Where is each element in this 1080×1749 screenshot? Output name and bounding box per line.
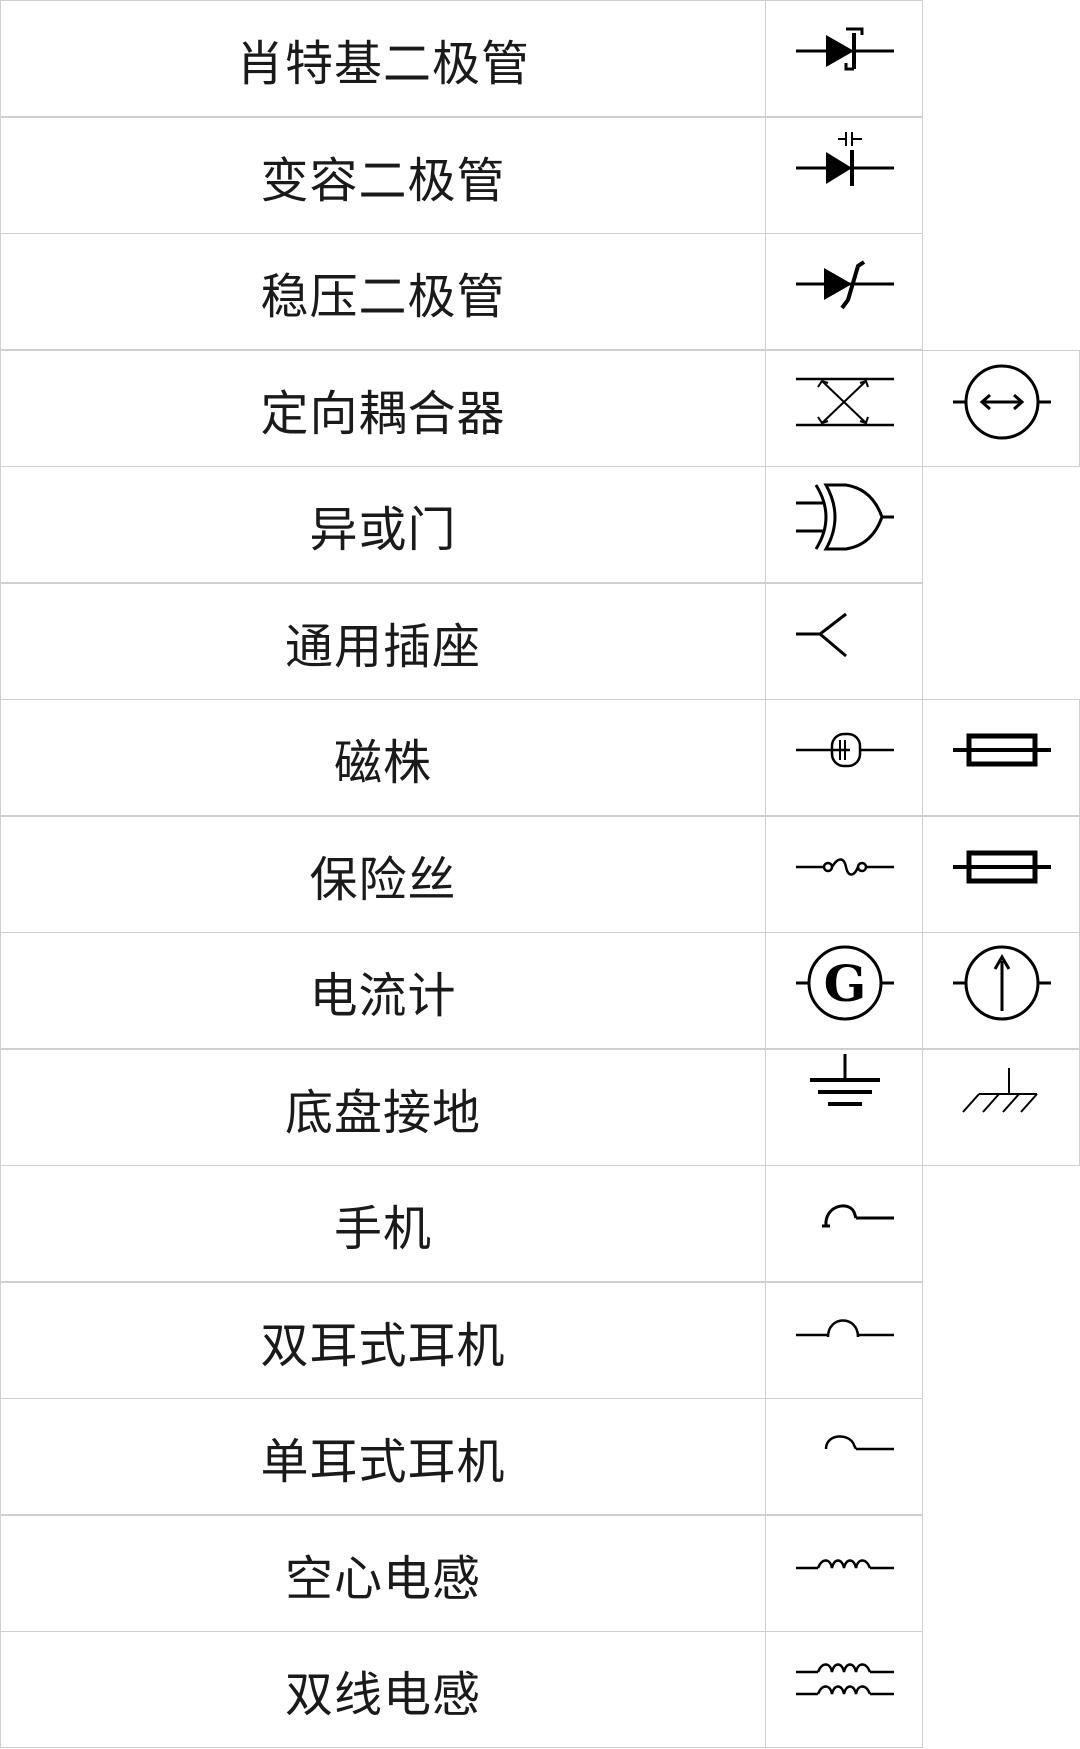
fuse-box-icon xyxy=(953,850,1051,884)
symbol-cell xyxy=(765,1282,923,1399)
component-name: 单耳式耳机 xyxy=(0,1398,766,1515)
table-row: 双耳式耳机 xyxy=(0,1282,923,1399)
component-name: 通用插座 xyxy=(0,583,766,700)
galvanometer-g-icon: G xyxy=(796,945,894,1021)
directional-coupler-icon xyxy=(796,377,894,427)
table-row: 定向耦合器 xyxy=(0,350,1080,467)
table-row: 手机 xyxy=(0,1165,923,1282)
socket-icon xyxy=(796,612,847,658)
chassis-ground-icon xyxy=(962,1068,1038,1113)
component-name: 底盘接地 xyxy=(0,1049,766,1166)
directional-coupler-circle-icon xyxy=(953,364,1051,440)
air-core-inductor-icon xyxy=(796,1559,894,1570)
symbol-cell xyxy=(765,1631,923,1748)
component-name: 稳压二极管 xyxy=(0,233,766,350)
component-name: 磁株 xyxy=(0,699,766,816)
galvanometer-arrow-icon xyxy=(953,945,1051,1021)
symbol-cell xyxy=(765,1165,923,1282)
symbol-cell xyxy=(765,816,923,933)
component-name: 定向耦合器 xyxy=(0,350,766,467)
bifilar-inductor-icon xyxy=(796,1663,894,1696)
component-name: 双线电感 xyxy=(0,1631,766,1748)
symbol-cell xyxy=(922,1049,1080,1166)
symbol-cell xyxy=(765,117,923,234)
component-name: 空心电感 xyxy=(0,1515,766,1632)
schottky-diode-icon xyxy=(796,27,894,71)
symbol-cell xyxy=(765,583,923,700)
table-row: 通用插座 xyxy=(0,583,923,700)
xor-gate-icon xyxy=(796,483,894,551)
symbol-cell xyxy=(765,1515,923,1632)
table-row: 变容二极管 xyxy=(0,117,923,234)
table-row: 肖特基二极管 xyxy=(0,0,923,117)
component-name: 变容二极管 xyxy=(0,117,766,234)
varactor-diode-icon xyxy=(796,132,894,186)
table-row: 双线电感 xyxy=(0,1631,923,1748)
symbol-cell xyxy=(922,699,1080,816)
symbol-cell xyxy=(765,1049,923,1166)
symbol-cell xyxy=(765,0,923,117)
mono-earphone-icon xyxy=(824,1435,894,1451)
symbol-cell xyxy=(922,932,1080,1049)
table-row: 单耳式耳机 xyxy=(0,1398,923,1515)
component-name: 肖特基二极管 xyxy=(0,0,766,117)
symbol-cell xyxy=(922,350,1080,467)
component-name: 异或门 xyxy=(0,466,766,583)
earth-ground-icon xyxy=(810,1054,880,1106)
stereo-headphone-icon xyxy=(796,1319,894,1338)
component-name: 手机 xyxy=(0,1165,766,1282)
table-row: 空心电感 xyxy=(0,1515,923,1632)
symbol-cell xyxy=(765,699,923,816)
symbol-cell: G xyxy=(765,932,923,1049)
table-row: 稳压二极管 xyxy=(0,233,923,350)
symbol-cell xyxy=(765,350,923,467)
table-row: 电流计 G xyxy=(0,932,1080,1049)
svg-text:G: G xyxy=(824,954,867,1013)
table-row: 底盘接地 xyxy=(0,1049,1080,1166)
symbol-cell xyxy=(765,233,923,350)
symbol-cell xyxy=(765,1398,923,1515)
component-name: 保险丝 xyxy=(0,816,766,933)
zener-diode-icon xyxy=(796,260,894,310)
handset-icon xyxy=(822,1204,894,1228)
component-name: 双耳式耳机 xyxy=(0,1282,766,1399)
symbol-cell xyxy=(922,816,1080,933)
table-row: 异或门 xyxy=(0,466,923,583)
table-row: 保险丝 xyxy=(0,816,1080,933)
ferrite-bead-box-icon xyxy=(953,733,1051,767)
component-name: 电流计 xyxy=(0,932,766,1049)
fuse-wire-icon xyxy=(796,858,894,876)
table-row: 磁株 xyxy=(0,699,1080,816)
symbol-cell xyxy=(765,466,923,583)
ferrite-bead-icon xyxy=(796,732,894,768)
